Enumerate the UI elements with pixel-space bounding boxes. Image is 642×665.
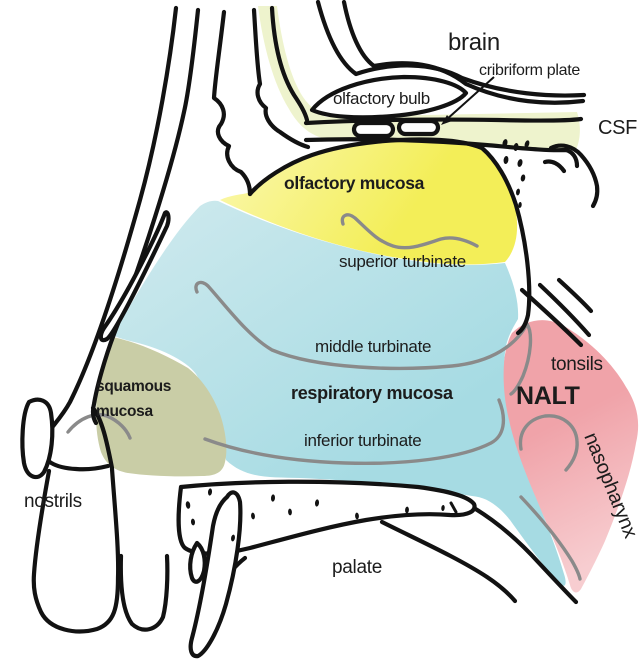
nalt-region: [502, 320, 639, 593]
stipple-dot: [520, 174, 526, 182]
middle-turbinate-label: middle turbinate: [315, 337, 431, 356]
sphenoid-curve: [542, 159, 567, 174]
stipple-dot: [355, 512, 359, 520]
nasopharynx-fold-line: [519, 495, 582, 581]
upper-lip-outline: [31, 466, 121, 634]
frontal-bone-line-2: [251, 7, 311, 150]
frontal-bone-line-3: [269, 5, 310, 123]
cribriform-foramen-2: [396, 118, 441, 137]
skeletal-outlines: [31, 0, 600, 634]
nalt-fold-line: [518, 414, 579, 472]
stipple-dot: [190, 518, 196, 526]
nostrils-label: nostrils: [24, 491, 82, 512]
stipple-dot: [517, 214, 521, 220]
stipple-dot: [207, 488, 213, 496]
olfactory-mucosa-region: [220, 139, 518, 265]
sphenoid-stipple-dots: [502, 139, 530, 220]
stipple-dot: [185, 501, 191, 509]
stipple-dot: [517, 159, 523, 167]
brain-underside-line-2: [341, 0, 586, 105]
clivus-line-2: [537, 282, 592, 338]
clivus-line-1: [519, 287, 584, 348]
tooth-spur: [188, 540, 207, 584]
cavity-roof-line: [247, 137, 485, 197]
palate-stipple-dots: [185, 488, 445, 542]
face-profile-line: [39, 5, 179, 472]
palate-label: palate: [332, 557, 382, 578]
csf-space-fill: [258, 6, 580, 150]
squamous-fold-line: [66, 413, 132, 440]
superior-turbinate-label: superior turbinate: [339, 252, 466, 271]
stipple-dot: [502, 139, 508, 147]
columella-line: [90, 405, 115, 471]
tonsils-label: tonsils: [551, 354, 603, 375]
stipple-dot: [441, 505, 445, 511]
olfactory-bulb-shape: [309, 74, 469, 120]
stipple-dot: [405, 506, 409, 514]
cribriform-foramen-1: [351, 120, 396, 139]
inferior-turbinate-label: inferior turbinate: [304, 431, 421, 450]
stipple-dot: [513, 143, 519, 151]
soft-palate-line: [379, 519, 518, 604]
csf-band-upper-line: [303, 116, 584, 126]
nostril-opening: [20, 397, 55, 480]
nasal-bone: [98, 210, 171, 343]
brain-label: brain: [448, 29, 500, 56]
clivus-line-3: [556, 277, 594, 314]
tooth-incisor: [188, 490, 243, 659]
palate-bone-tick: [449, 501, 458, 514]
stipple-dot: [270, 494, 276, 502]
stipple-dot: [518, 202, 522, 208]
superior-turbinate-line: [340, 213, 479, 250]
cribriform-leader-arrowhead: [441, 115, 452, 125]
csf-label: CSF: [598, 117, 637, 139]
squamous-mucosa-label-line2: mucosa: [96, 403, 153, 420]
squamous-mucosa-region: [96, 337, 227, 477]
middle-turbinate-line: [194, 280, 533, 396]
csf-band-lower-line: [303, 137, 580, 169]
nalt-label: NALT: [516, 382, 580, 410]
squamous-mucosa-label-line1: squamous: [96, 378, 171, 395]
stipple-dot: [231, 534, 235, 542]
posterior-wall-line: [479, 145, 532, 336]
respiratory-mucosa-label: respiratory mucosa: [291, 383, 454, 403]
stipple-dot: [314, 499, 320, 507]
cribriform-plate-label: cribriform plate: [479, 62, 580, 79]
fold-lines: [66, 213, 582, 581]
inferior-turbinate-line: [203, 398, 506, 466]
stipple-dot: [288, 508, 292, 516]
cribriform-leader-line: [445, 76, 495, 121]
stipple-dot: [516, 188, 520, 196]
respiratory-mucosa-region: [113, 200, 566, 586]
sella-curve: [548, 143, 600, 209]
stipple-dot: [503, 156, 509, 164]
stipple-dot: [524, 140, 530, 148]
olfactory-bulb-label: olfactory bulb: [333, 89, 430, 108]
frontal-bone-line-1: [211, 9, 253, 197]
throat-line: [471, 505, 579, 605]
stipple-dot: [251, 512, 255, 520]
olfactory-mucosa-label: olfactory mucosa: [284, 173, 425, 193]
gum-outline: [118, 553, 170, 632]
